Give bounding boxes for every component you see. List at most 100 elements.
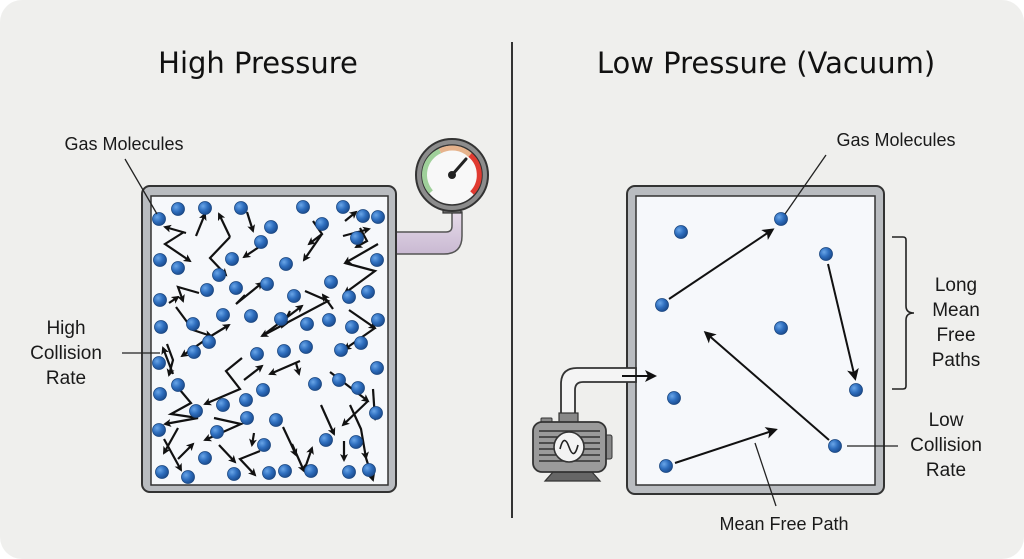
gas-molecule [244, 309, 258, 323]
gas-molecule [342, 290, 356, 304]
gas-molecule [351, 381, 365, 395]
gas-molecule [202, 335, 216, 349]
molecule-path-arrow [203, 357, 243, 406]
molecule-path-arrow [210, 323, 231, 337]
gas-molecule [356, 209, 370, 223]
gas-molecule [181, 470, 195, 484]
molecule-path-arrow [217, 212, 231, 238]
molecule-path-arrow [668, 228, 775, 300]
long-mfp-label-line1: Long [935, 275, 977, 296]
pressure-gauge-icon [415, 138, 489, 214]
gas-molecule [153, 293, 167, 307]
gas-molecule [257, 438, 271, 452]
molecule-path-arrow [245, 211, 256, 233]
gas-molecule [315, 217, 329, 231]
right-gas-molecules-label: Gas Molecules [836, 130, 955, 150]
gas-molecule [296, 200, 310, 214]
mean-free-paths [668, 228, 859, 464]
molecule-path-arrow [163, 438, 182, 472]
gas-molecule [187, 345, 201, 359]
gas-molecule [304, 464, 318, 478]
gas-molecule [371, 313, 385, 327]
gas-molecule [774, 212, 788, 226]
high-pressure-molecules [152, 200, 385, 484]
gas-molecule [300, 317, 314, 331]
gas-molecule [153, 253, 167, 267]
gas-molecule [254, 235, 268, 249]
molecule-path-arrow [235, 281, 264, 305]
mean-free-path-label: Mean Free Path [719, 514, 848, 534]
molecule-path-arrow [243, 364, 264, 381]
gas-molecule [319, 433, 333, 447]
molecule-path-arrow [163, 224, 187, 235]
right-title: Low Pressure (Vacuum) [597, 46, 935, 80]
gas-molecule [349, 435, 363, 449]
gas-molecule [152, 212, 166, 226]
molecule-path-arrow [293, 362, 302, 376]
gas-molecule [334, 343, 348, 357]
gas-molecule [659, 459, 673, 473]
molecule-path-arrow [341, 400, 369, 427]
high-collision-label-line3: Rate [46, 368, 86, 389]
gas-molecule [152, 423, 166, 437]
molecule-path-arrow [218, 444, 237, 464]
molecule-path-arrow [302, 233, 323, 262]
gas-molecule [212, 268, 226, 282]
gas-molecule [225, 252, 239, 266]
gas-molecule [350, 231, 364, 245]
gas-molecule [362, 463, 376, 477]
molecule-path-arrow [349, 404, 369, 460]
molecule-path-arrow [319, 404, 336, 436]
molecule-path-arrow [703, 331, 830, 441]
molecule-path-arrow [343, 243, 379, 264]
gas-molecule [262, 466, 276, 480]
gas-molecule [264, 220, 278, 234]
gas-molecule [279, 257, 293, 271]
molecule-path-arrow [249, 432, 257, 447]
gas-molecule [819, 247, 833, 261]
gas-molecule [322, 313, 336, 327]
molecule-path-arrow [238, 449, 261, 477]
long-mfp-label-line2: Mean [932, 300, 980, 321]
gas-molecule [171, 202, 185, 216]
left-title: High Pressure [158, 46, 358, 80]
right-gas-molecules-leader [784, 154, 827, 215]
gas-molecule [256, 383, 270, 397]
gas-molecule [324, 275, 338, 289]
gas-molecule [674, 225, 688, 239]
molecule-path-arrow [321, 293, 334, 310]
gas-molecule [250, 347, 264, 361]
gas-molecule [354, 336, 368, 350]
molecule-path-arrow [194, 212, 207, 237]
gas-molecule [774, 321, 788, 335]
gas-molecule [152, 356, 166, 370]
gas-molecule [655, 298, 669, 312]
gas-molecule [229, 281, 243, 295]
gas-molecule [234, 201, 248, 215]
gas-molecule [849, 383, 863, 397]
molecule-path-arrow [163, 427, 179, 455]
gas-molecule [154, 320, 168, 334]
molecule-path-arrow [268, 359, 301, 376]
pump-pipe [560, 367, 657, 416]
molecule-path-arrow [827, 263, 859, 381]
long-mfp-label-line4: Paths [932, 350, 981, 371]
gas-molecule [260, 277, 274, 291]
gas-molecule [240, 411, 254, 425]
left-gas-molecules-label: Gas Molecules [64, 134, 183, 154]
gas-molecule [216, 398, 230, 412]
gas-molecule [200, 283, 214, 297]
low-collision-label-line2: Collision [910, 435, 982, 456]
gas-molecule [171, 261, 185, 275]
gas-molecule [274, 312, 288, 326]
molecule-path-arrow [161, 346, 175, 375]
gas-molecule [171, 378, 185, 392]
gas-molecule [198, 451, 212, 465]
gas-molecule [332, 373, 346, 387]
gas-molecule [369, 406, 383, 420]
gas-molecule [278, 464, 292, 478]
high-collision-label-line2: Collision [30, 343, 102, 364]
gas-molecule [371, 210, 385, 224]
